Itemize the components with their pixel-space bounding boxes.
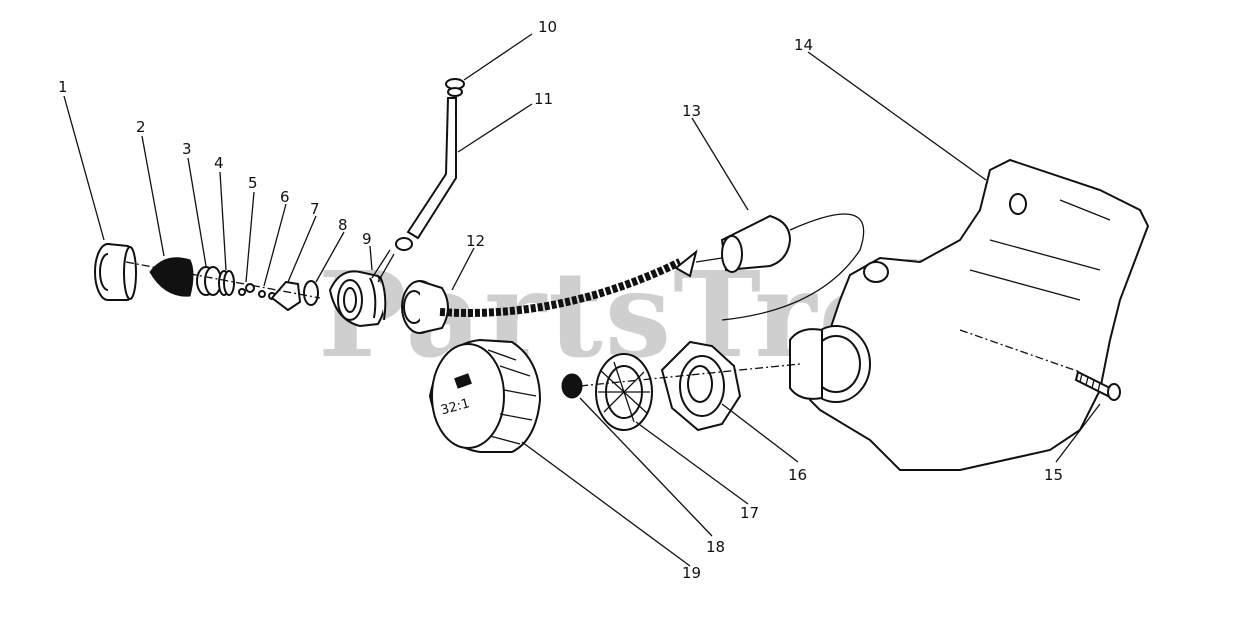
part-18-plug: [561, 373, 583, 399]
label-6: 6: [280, 188, 290, 206]
part-16-collar: [660, 340, 742, 432]
part-1-bushing: [94, 243, 137, 301]
part-5-washer: [238, 283, 255, 296]
label-3: 3: [182, 140, 192, 158]
part-8-oring: [303, 280, 319, 306]
label-12: 12: [466, 232, 485, 250]
label-18: 18: [706, 538, 725, 556]
label-17: 17: [740, 504, 759, 522]
part-15-screw: [1074, 370, 1121, 401]
label-11: 11: [534, 90, 553, 108]
label-5: 5: [248, 174, 258, 192]
part-12-fuel-line: [401, 249, 723, 334]
part-17-strainer: [595, 353, 653, 431]
part-19-fuel-cap: 32:1: [428, 338, 542, 453]
label-8: 8: [338, 216, 348, 234]
label-16: 16: [788, 466, 807, 484]
label-14: 14: [794, 36, 813, 54]
part-9-fitting: [328, 249, 395, 328]
part-number-labels: 1 2 3 4 5 6 7 8 9 10 11 12 13 14 15 16 1…: [58, 18, 1063, 582]
label-13: 13: [682, 102, 701, 120]
part-13-filter: [720, 213, 865, 321]
part-2-cone: [149, 257, 194, 297]
part-4-spring: [218, 270, 235, 296]
label-19: 19: [682, 564, 701, 582]
label-10: 10: [538, 18, 557, 36]
part-7-valve: [270, 280, 302, 312]
label-2: 2: [136, 118, 146, 136]
leader-lines: [63, 33, 1101, 567]
label-4: 4: [214, 154, 224, 172]
label-7: 7: [310, 200, 320, 218]
label-15: 15: [1044, 466, 1063, 484]
part-14-fuel-tank: [789, 158, 1150, 471]
label-1: 1: [58, 78, 68, 96]
part-10-grommet: [445, 78, 465, 97]
fuel-mix-ratio: 32:1: [439, 396, 471, 418]
label-9: 9: [362, 230, 372, 248]
part-11-tube: [395, 97, 457, 251]
part-3-disc: [196, 266, 222, 296]
